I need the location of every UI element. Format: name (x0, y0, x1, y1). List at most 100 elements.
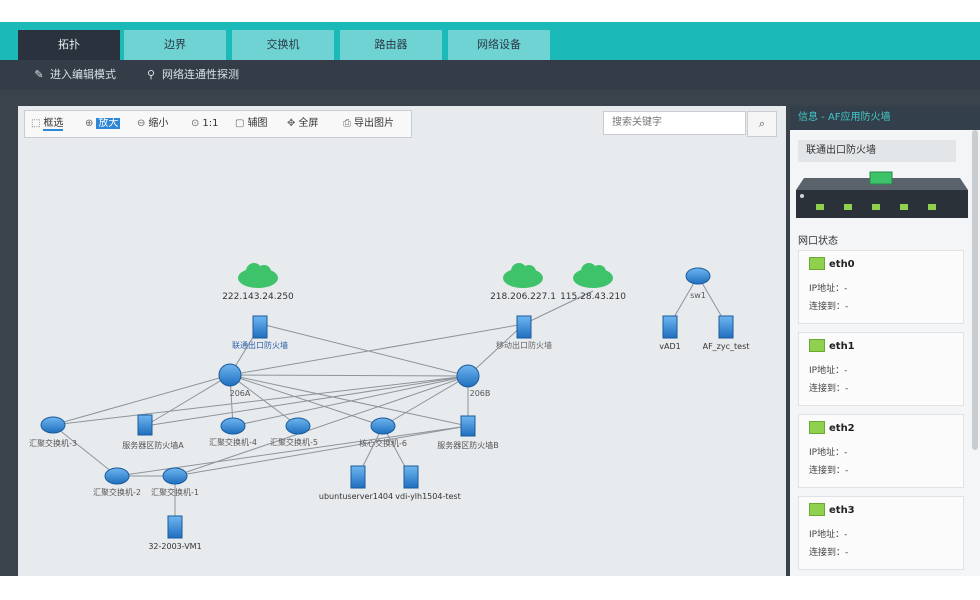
ratio-icon: ⊙ (191, 118, 200, 129)
canvas-controls: ⬚框选 ⊕放大 ⊖缩小 ⊙1:1 ▢辅图 ✥全屏 ⎙导出图片 (24, 110, 412, 138)
thumbnail-label: 辅图 (247, 118, 268, 129)
cloud-label-3: 115.28.43.210 (560, 292, 626, 302)
port-card-eth3[interactable]: eth3 IP地址：- 连接到：- (798, 496, 964, 570)
port-ip: IP地址：- (809, 530, 848, 540)
ubuntu-label: ubuntuserver1404 (319, 492, 393, 501)
edit-icon: ✎ (34, 68, 44, 81)
core-switch-6[interactable]: 核心交换机-6 (359, 417, 407, 448)
export-icon: ⎙ (343, 118, 351, 129)
agg-label-2: 汇聚交换机-2 (93, 487, 141, 497)
port-name: eth1 (829, 341, 855, 352)
port-name: eth0 (829, 259, 855, 270)
port-ip: IP地址：- (809, 284, 848, 294)
zoom-out-label: 缩小 (148, 118, 169, 129)
agg-label-3: 汇聚交换机-3 (29, 438, 77, 448)
zoom-in-button[interactable]: ⊕放大 (85, 111, 121, 137)
cloud-label-2: 218.206.227.1 (490, 292, 556, 302)
zoom-in-icon: ⊕ (85, 118, 94, 129)
core-label-b: 206B (470, 389, 491, 398)
agg-label-1: 汇聚交换机-1 (151, 487, 199, 497)
zoom-select-label: 框选 (43, 118, 64, 131)
server-firewall-b[interactable]: 服务器区防火墙B (437, 415, 499, 450)
vad1-node[interactable]: vAD1 (659, 315, 681, 351)
link-lines (52, 275, 727, 526)
ratio-label: 1:1 (202, 118, 219, 129)
port-icon (809, 421, 825, 434)
port-ip: IP地址：- (809, 366, 848, 376)
zoom-in-label: 放大 (96, 118, 121, 129)
tab-router[interactable]: 路由器 (340, 30, 442, 60)
select-icon: ⬚ (31, 118, 41, 129)
server-fw-a-label: 服务器区防火墙A (122, 440, 184, 450)
server-vdi[interactable]: vdi-ylh1504-test (395, 465, 461, 501)
firewall-label-2: 移动出口防火墙 (496, 340, 552, 350)
panel-title: 信息 - AF应用防火墙 (790, 106, 980, 130)
port-card-eth1[interactable]: eth1 IP地址：- 连接到：- (798, 332, 964, 406)
server-firewall-a[interactable]: 服务器区防火墙A (122, 414, 184, 450)
search-input[interactable] (603, 111, 746, 135)
port-conn: 连接到：- (809, 548, 849, 558)
agg-switch-4[interactable]: 汇聚交换机-4 (209, 417, 257, 447)
zoom-out-button[interactable]: ⊖缩小 (137, 111, 168, 137)
firewall-node-mobile[interactable]: 移动出口防火墙 (496, 315, 552, 350)
server-ubuntu[interactable]: ubuntuserver1404 (319, 465, 393, 501)
export-image-button[interactable]: ⎙导出图片 (343, 111, 394, 137)
sw1-node[interactable]: sw1 (685, 267, 711, 300)
tab-network-device[interactable]: 网络设备 (448, 30, 550, 60)
firewall-device-icon (796, 171, 968, 218)
port-conn: 连接到：- (809, 384, 849, 394)
firewall-node-unicom[interactable]: 联通出口防火墙 (232, 315, 288, 350)
device-name: 联通出口防火墙 (798, 140, 956, 162)
probe-icon: ⚲ (146, 68, 156, 81)
agg-switch-2[interactable]: 汇聚交换机-2 (93, 467, 141, 497)
edit-mode-button[interactable]: ✎ 进入编辑模式 (32, 67, 116, 83)
core-switch-b[interactable]: 206B (456, 364, 491, 398)
cloud-node-1[interactable]: 222.143.24.250 (222, 263, 294, 302)
ratio-button[interactable]: ⊙1:1 (191, 111, 218, 137)
agg-switch-5[interactable]: 汇聚交换机-5 (270, 417, 318, 447)
vm-label: 32-2003-VM1 (148, 542, 201, 551)
port-icon (809, 257, 825, 270)
core-6-label: 核心交换机-6 (359, 438, 407, 448)
sw1-label: sw1 (690, 291, 706, 300)
port-icon (809, 339, 825, 352)
zoom-out-icon: ⊖ (137, 118, 146, 129)
main-tab-bar: 拓扑 边界 交换机 路由器 网络设备 (0, 22, 980, 60)
connectivity-probe-button[interactable]: ⚲ 网络连通性探测 (144, 67, 239, 83)
search-button[interactable]: ⌕ (747, 111, 777, 137)
port-card-eth2[interactable]: eth2 IP地址：- 连接到：- (798, 414, 964, 488)
tab-boundary[interactable]: 边界 (124, 30, 226, 60)
port-status-label: 网口状态 (798, 236, 838, 247)
thumbnail-icon: ▢ (235, 118, 245, 129)
core-label-a: 206A (230, 389, 251, 398)
port-name: eth2 (829, 423, 855, 434)
cloud-node-2[interactable]: 218.206.227.1 (490, 263, 556, 302)
tab-topology[interactable]: 拓扑 (18, 30, 120, 60)
thumbnail-button[interactable]: ▢辅图 (235, 111, 267, 137)
tab-switch[interactable]: 交换机 (232, 30, 334, 60)
info-panel: 信息 - AF应用防火墙 联通出口防火墙 网口状态 eth0 IP地址：- 连接… (790, 106, 980, 576)
af-zyc-label: AF_zyc_test (703, 342, 750, 351)
core-switch-a[interactable]: 206A (218, 363, 251, 398)
fullscreen-button[interactable]: ✥全屏 (287, 111, 318, 137)
edit-mode-label: 进入编辑模式 (50, 68, 116, 81)
port-conn: 连接到：- (809, 302, 849, 312)
agg-switch-1[interactable]: 汇聚交换机-1 (151, 467, 199, 497)
panel-scrollbar[interactable] (972, 130, 978, 450)
port-name: eth3 (829, 505, 855, 516)
zoom-select-button[interactable]: ⬚框选 (31, 111, 64, 137)
firewall-label-1: 联通出口防火墙 (232, 340, 288, 350)
agg-switch-3[interactable]: 汇聚交换机-3 (29, 416, 77, 448)
search-icon: ⌕ (758, 117, 766, 130)
af-zyc-node[interactable]: AF_zyc_test (703, 315, 750, 351)
cloud-label-1: 222.143.24.250 (222, 292, 294, 302)
port-icon (809, 503, 825, 516)
cloud-node-3[interactable]: 115.28.43.210 (560, 263, 626, 302)
vdi-label: vdi-ylh1504-test (395, 492, 460, 501)
port-card-eth0[interactable]: eth0 IP地址：- 连接到：- (798, 250, 964, 324)
agg-label-5: 汇聚交换机-5 (270, 437, 318, 447)
connectivity-label: 网络连通性探测 (162, 68, 239, 81)
topology-canvas[interactable] (18, 106, 786, 576)
fullscreen-label: 全屏 (298, 118, 319, 129)
vm-node-32-2003[interactable]: 32-2003-VM1 (148, 515, 202, 551)
